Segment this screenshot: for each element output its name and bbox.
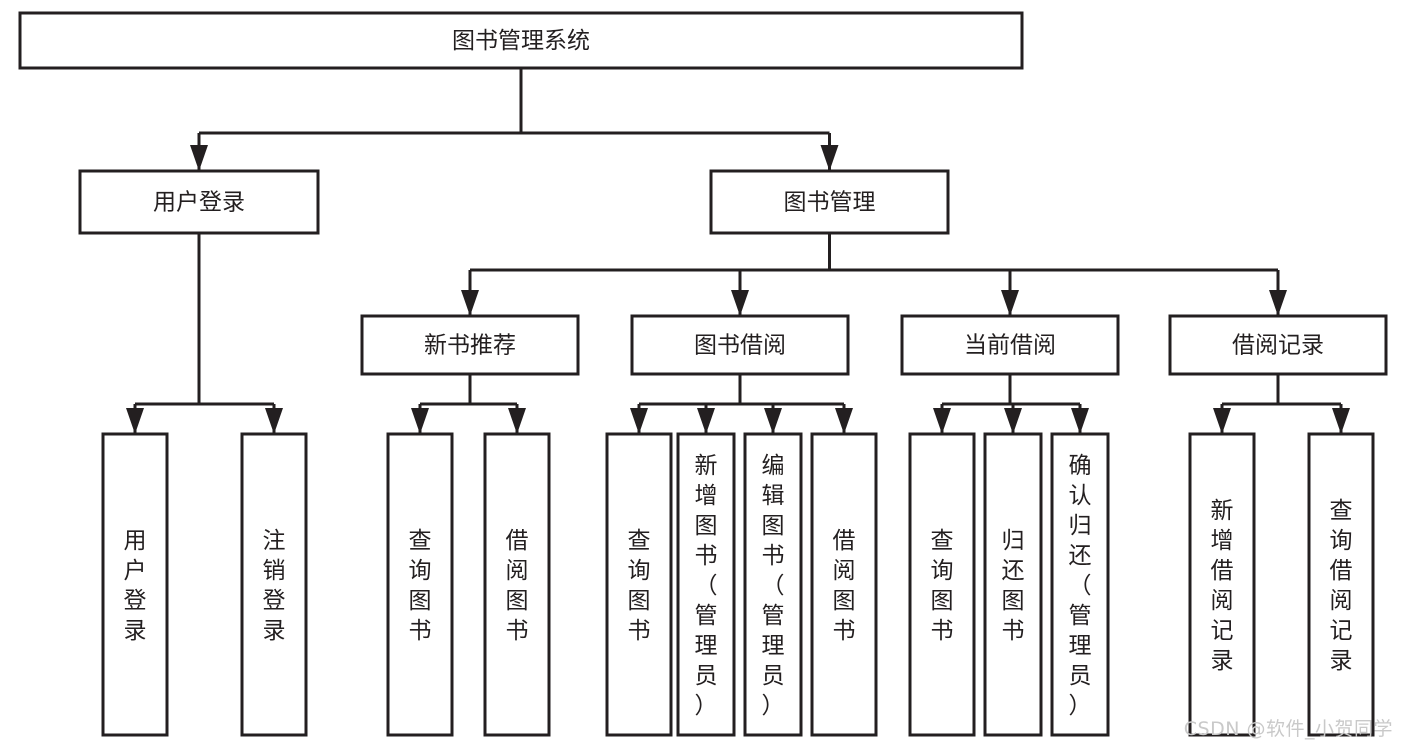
arrow-head-leaf-user-login bbox=[126, 408, 144, 434]
node-leaf-confirm-return[interactable]: 确认归还（管理员） bbox=[1050, 432, 1110, 737]
node-box-current-borrow bbox=[900, 314, 1120, 376]
node-leaf-add-record[interactable]: 新增借阅记录 bbox=[1188, 432, 1256, 737]
node-label-book-borrow: 图书借阅 bbox=[694, 333, 786, 359]
node-label-root: 图书管理系统 bbox=[452, 28, 590, 54]
node-box-root bbox=[18, 11, 1024, 70]
node-label-borrow-record: 借阅记录 bbox=[1232, 333, 1324, 359]
node-box-book-borrow bbox=[630, 314, 850, 376]
node-root[interactable]: 图书管理系统 bbox=[18, 11, 1024, 70]
node-new-book-recommend[interactable]: 新书推荐 bbox=[360, 314, 580, 376]
node-label-leaf-user-logout: 注销登录 bbox=[263, 528, 286, 644]
node-box-leaf-borrow-book bbox=[810, 432, 878, 737]
node-label-leaf-query-record: 查询借阅记录 bbox=[1330, 498, 1353, 674]
arrow-head-leaf-add-record bbox=[1213, 408, 1231, 434]
node-box-book-manage bbox=[709, 169, 950, 235]
connector-group-root bbox=[190, 68, 839, 171]
node-leaf-borrow-book[interactable]: 借阅图书 bbox=[810, 432, 878, 737]
node-label-new-book-recommend: 新书推荐 bbox=[424, 333, 516, 359]
arrow-head-leaf-query-book-cur bbox=[933, 408, 951, 434]
node-box-leaf-borrow-book-rec bbox=[483, 432, 551, 737]
arrow-head-current-borrow bbox=[1001, 290, 1019, 316]
node-leaf-add-book[interactable]: 新增图书（管理员） bbox=[676, 432, 736, 737]
node-box-leaf-query-record bbox=[1307, 432, 1375, 737]
node-label-leaf-borrow-book: 借阅图书 bbox=[833, 528, 856, 644]
node-label-current-borrow: 当前借阅 bbox=[964, 333, 1056, 359]
node-label-leaf-confirm-return: 确认归还（管理员） bbox=[1069, 453, 1092, 719]
arrow-head-leaf-edit-book bbox=[764, 408, 782, 434]
connector-group-borrow-record bbox=[1213, 374, 1350, 434]
node-leaf-user-login[interactable]: 用户登录 bbox=[101, 432, 169, 737]
arrow-head-leaf-query-book-borrow bbox=[630, 408, 648, 434]
connector-group-book-manage bbox=[461, 233, 1287, 316]
node-label-leaf-borrow-book-rec: 借阅图书 bbox=[506, 528, 529, 644]
node-box-leaf-query-book-rec bbox=[386, 432, 454, 737]
arrow-head-new-book-recommend bbox=[461, 290, 479, 316]
node-label-leaf-edit-book: 编辑图书（管理员） bbox=[762, 453, 785, 719]
node-current-borrow[interactable]: 当前借阅 bbox=[900, 314, 1120, 376]
node-label-book-manage: 图书管理 bbox=[784, 190, 876, 216]
connector-layer bbox=[126, 68, 1350, 434]
node-book-borrow[interactable]: 图书借阅 bbox=[630, 314, 850, 376]
node-label-leaf-query-book-borrow: 查询图书 bbox=[628, 528, 651, 644]
node-box-leaf-add-record bbox=[1188, 432, 1256, 737]
node-leaf-return-book[interactable]: 归还图书 bbox=[983, 432, 1043, 737]
node-box-new-book-recommend bbox=[360, 314, 580, 376]
node-leaf-query-book-cur[interactable]: 查询图书 bbox=[908, 432, 976, 737]
node-leaf-edit-book[interactable]: 编辑图书（管理员） bbox=[743, 432, 803, 737]
node-user-login[interactable]: 用户登录 bbox=[78, 169, 320, 235]
node-leaf-query-record[interactable]: 查询借阅记录 bbox=[1307, 432, 1375, 737]
node-book-manage[interactable]: 图书管理 bbox=[709, 169, 950, 235]
node-box-leaf-query-book-borrow bbox=[605, 432, 673, 737]
node-borrow-record[interactable]: 借阅记录 bbox=[1168, 314, 1388, 376]
node-box-leaf-confirm-return bbox=[1050, 432, 1110, 737]
arrow-head-leaf-query-book-rec bbox=[411, 408, 429, 434]
connector-group-user-login bbox=[126, 233, 283, 434]
node-box-leaf-edit-book bbox=[743, 432, 803, 737]
node-box-leaf-return-book bbox=[983, 432, 1043, 737]
node-label-leaf-query-book-cur: 查询图书 bbox=[931, 528, 954, 644]
node-label-leaf-user-login: 用户登录 bbox=[124, 528, 147, 644]
arrow-head-book-manage bbox=[820, 145, 839, 171]
arrow-head-leaf-user-logout bbox=[265, 408, 283, 434]
connector-group-new-book-recommend bbox=[411, 374, 526, 434]
node-box-leaf-add-book bbox=[676, 432, 736, 737]
node-box-leaf-user-login bbox=[101, 432, 169, 737]
arrow-head-leaf-query-record bbox=[1332, 408, 1350, 434]
node-label-leaf-add-book: 新增图书（管理员） bbox=[695, 453, 718, 719]
arrow-head-user-login bbox=[190, 145, 208, 171]
node-box-borrow-record bbox=[1168, 314, 1388, 376]
node-leaf-user-logout[interactable]: 注销登录 bbox=[240, 432, 308, 737]
node-box-user-login bbox=[78, 169, 320, 235]
node-leaf-borrow-book-rec[interactable]: 借阅图书 bbox=[483, 432, 551, 737]
node-leaf-query-book-rec[interactable]: 查询图书 bbox=[386, 432, 454, 737]
node-label-leaf-add-record: 新增借阅记录 bbox=[1211, 498, 1234, 674]
arrow-head-book-borrow bbox=[731, 290, 749, 316]
arrow-head-leaf-add-book bbox=[697, 408, 715, 434]
node-label-leaf-return-book: 归还图书 bbox=[1002, 528, 1025, 644]
node-layer: 图书管理系统用户登录图书管理新书推荐图书借阅当前借阅借阅记录用户登录注销登录查询… bbox=[18, 11, 1388, 737]
node-label-leaf-query-book-rec: 查询图书 bbox=[409, 528, 432, 644]
node-box-leaf-user-logout bbox=[240, 432, 308, 737]
connector-group-book-borrow bbox=[630, 374, 853, 434]
node-label-user-login: 用户登录 bbox=[153, 190, 245, 216]
arrow-head-leaf-borrow-book-rec bbox=[508, 408, 526, 434]
connector-group-current-borrow bbox=[933, 374, 1089, 434]
arrow-head-leaf-confirm-return bbox=[1071, 408, 1089, 434]
arrow-head-borrow-record bbox=[1269, 290, 1287, 316]
node-leaf-query-book-borrow[interactable]: 查询图书 bbox=[605, 432, 673, 737]
node-box-leaf-query-book-cur bbox=[908, 432, 976, 737]
arrow-head-leaf-borrow-book bbox=[835, 408, 853, 434]
arrow-head-leaf-return-book bbox=[1004, 408, 1022, 434]
